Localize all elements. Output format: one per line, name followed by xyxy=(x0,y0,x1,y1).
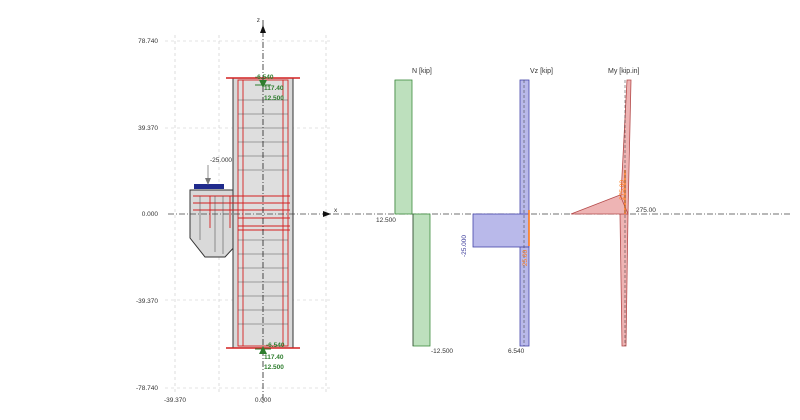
my-corbel-block xyxy=(570,194,629,215)
vz-title: Vz [kip] xyxy=(530,68,553,75)
vz-left-value: -25.000 xyxy=(461,235,468,257)
y-tick-label: -78.740 xyxy=(136,385,158,392)
moment-diagram: My [kip.in] 275.00 275.00 xyxy=(570,68,656,347)
n-title: N [kip] xyxy=(412,68,432,75)
vz-column-block xyxy=(519,79,530,347)
corbel-ties xyxy=(199,196,224,254)
my-mid-value: 275.00 xyxy=(619,180,626,200)
normal-force-diagram: N [kip] 12.500 -12.500 xyxy=(376,68,453,355)
corbel xyxy=(189,189,239,258)
my-peak-value: 275.00 xyxy=(636,207,656,214)
column-model xyxy=(189,77,300,349)
n-negative-block xyxy=(412,213,431,347)
vz-corbel-block xyxy=(472,213,530,248)
x-tick-label: 0.000 xyxy=(255,397,272,404)
vz-mid-value: 25.00 xyxy=(522,249,529,266)
z-axis-label: z xyxy=(257,17,260,24)
y-tick-label: 78.740 xyxy=(138,38,158,45)
top-load-label: 12.500 xyxy=(264,95,284,102)
my-title: My [kip.in] xyxy=(608,68,640,75)
corbel-rebar xyxy=(193,195,290,231)
bearing-plate xyxy=(194,184,224,189)
bottom-load-label: 117.40 xyxy=(264,354,284,361)
x-axis-label: x xyxy=(334,207,338,214)
x-tick-label: -39.370 xyxy=(164,397,186,404)
y-tick-label: 39.370 xyxy=(138,125,158,132)
bottom-load-label: 12.500 xyxy=(264,364,284,371)
point-load-value: -25.000 xyxy=(210,157,232,164)
z-axis-arrow xyxy=(260,25,266,33)
y-tick-label: 0.000 xyxy=(142,211,159,218)
x-axis-arrow xyxy=(323,211,331,217)
bottom-load-label: -6.540 xyxy=(266,342,285,349)
shear-force-diagram: Vz [kip] -25.000 25.00 6.540 xyxy=(461,68,553,355)
n-bottom-value: -12.500 xyxy=(431,348,453,355)
bottom-support-arrow xyxy=(259,346,267,354)
n-top-value: 12.500 xyxy=(376,217,396,224)
top-load-label: -6.540 xyxy=(255,74,274,81)
n-positive-block xyxy=(394,79,413,215)
top-support-arrow xyxy=(259,80,267,88)
top-load-label: 117.40 xyxy=(264,85,284,92)
vz-bottom-value: 6.540 xyxy=(508,348,525,355)
y-tick-label: -39.370 xyxy=(136,298,158,305)
point-load-arrowhead xyxy=(205,178,211,185)
my-lower-block xyxy=(619,213,629,347)
